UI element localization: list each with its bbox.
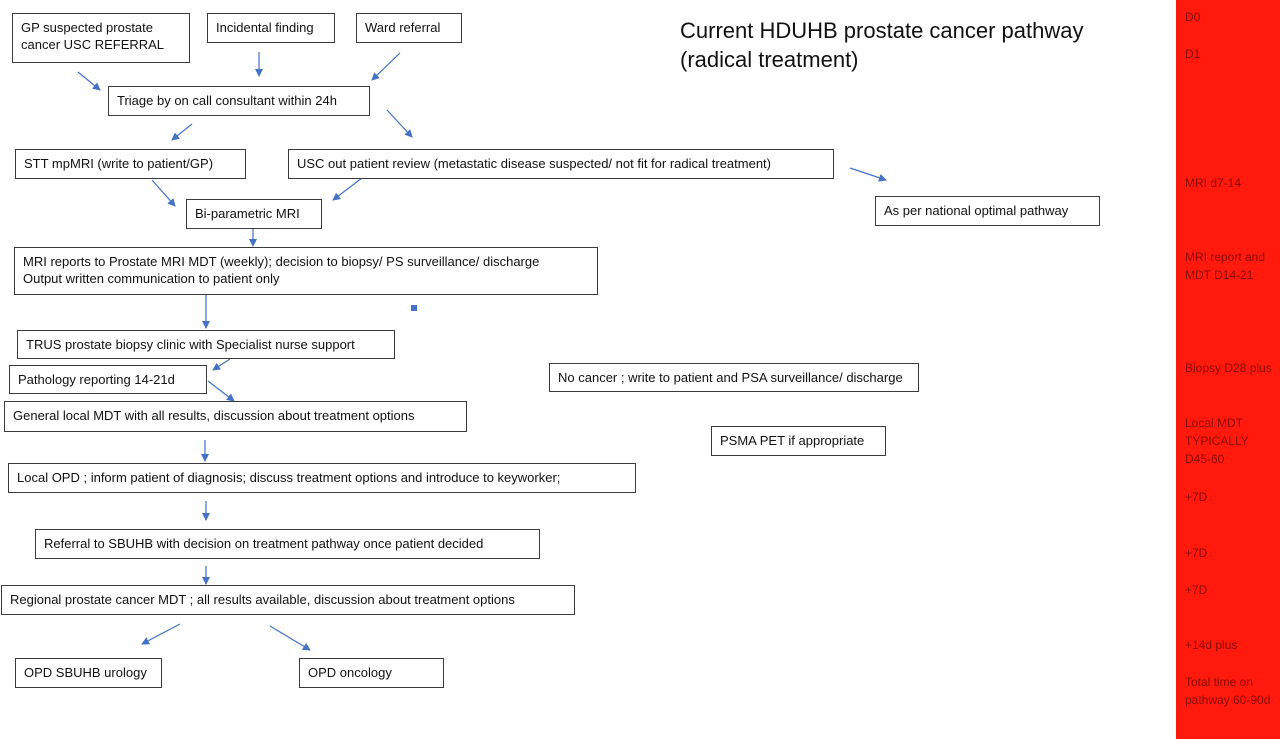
node-label: Ward referral bbox=[365, 20, 441, 35]
timeline-d1: D1 bbox=[1185, 47, 1201, 61]
node-label: GP suspected prostate cancer USC REFERRA… bbox=[21, 20, 165, 52]
arrow-gp-to-triage bbox=[77, 71, 101, 91]
timeline-total: Total time on pathway 60-90d bbox=[1185, 675, 1271, 707]
node-opd-urology: OPD SBUHB urology bbox=[15, 658, 162, 688]
node-trus-biopsy: TRUS prostate biopsy clinic with Special… bbox=[17, 330, 395, 359]
timeline-column: D0 D1 MRI d7-14 MRI report and MDT D14-2… bbox=[1176, 0, 1280, 739]
timeline-biopsy: Biopsy D28 plus bbox=[1185, 361, 1272, 375]
node-label: STT mpMRI (write to patient/GP) bbox=[24, 156, 214, 171]
arrow-trus-to-pathology bbox=[212, 358, 231, 371]
timeline-plus14: +14d plus bbox=[1185, 638, 1238, 652]
timeline-plus7-a: +7D bbox=[1185, 490, 1208, 504]
arrow-pathology-to-mdt bbox=[207, 380, 235, 402]
timeline-mri: MRI d7-14 bbox=[1185, 176, 1242, 190]
node-label: OPD SBUHB urology bbox=[24, 665, 147, 680]
node-gp-referral: GP suspected prostate cancer USC REFERRA… bbox=[12, 13, 190, 63]
node-label-line2: Output written communication to patient … bbox=[23, 271, 280, 286]
arrow-triage-to-stt bbox=[171, 123, 193, 141]
arrow-usc-to-national bbox=[849, 167, 887, 182]
node-biparametric-mri: Bi-parametric MRI bbox=[186, 199, 322, 229]
node-triage: Triage by on call consultant within 24h bbox=[108, 86, 370, 116]
node-opd-oncology: OPD oncology bbox=[299, 658, 444, 688]
node-ward-referral: Ward referral bbox=[356, 13, 462, 43]
node-label: General local MDT with all results, disc… bbox=[13, 408, 415, 423]
arrow-regional-to-oncology bbox=[269, 625, 311, 651]
node-national-pathway: As per national optimal pathway bbox=[875, 196, 1100, 226]
timeline-mri-report: MRI report and MDT D14-21 bbox=[1185, 250, 1266, 282]
node-pathology: Pathology reporting 14-21d bbox=[9, 365, 207, 394]
timeline-plus7-b: +7D bbox=[1185, 546, 1208, 560]
node-label: Local OPD ; inform patient of diagnosis;… bbox=[17, 470, 561, 485]
marker-square bbox=[411, 305, 417, 311]
node-general-mdt: General local MDT with all results, disc… bbox=[4, 401, 467, 432]
node-label: OPD oncology bbox=[308, 665, 392, 680]
arrow-triage-to-usc bbox=[386, 109, 413, 138]
node-incidental-finding: Incidental finding bbox=[207, 13, 335, 43]
node-label: PSMA PET if appropriate bbox=[720, 433, 865, 448]
node-sbuhb-referral: Referral to SBUHB with decision on treat… bbox=[35, 529, 540, 559]
node-label-line1: MRI reports to Prostate MRI MDT (weekly)… bbox=[23, 254, 540, 269]
flow-arrows bbox=[77, 52, 887, 651]
node-label: Incidental finding bbox=[216, 20, 314, 35]
timeline-plus7-c: +7D bbox=[1185, 583, 1208, 597]
timeline-d0: D0 bbox=[1185, 10, 1201, 24]
arrow-ward-to-triage bbox=[371, 52, 401, 81]
node-no-cancer: No cancer ; write to patient and PSA sur… bbox=[549, 363, 919, 392]
node-usc-review: USC out patient review (metastatic disea… bbox=[288, 149, 834, 179]
arrow-regional-to-urology bbox=[141, 623, 181, 645]
arrow-stt-to-bimri bbox=[151, 179, 176, 207]
node-label: Bi-parametric MRI bbox=[195, 206, 300, 221]
node-label: Pathology reporting 14-21d bbox=[18, 372, 175, 387]
arrow-usc-to-bimri bbox=[332, 177, 363, 201]
timeline-local-mdt: Local MDT TYPICALLY D45-60 bbox=[1185, 416, 1249, 466]
node-stt-mpmri: STT mpMRI (write to patient/GP) bbox=[15, 149, 246, 179]
node-label: Regional prostate cancer MDT ; all resul… bbox=[10, 592, 515, 607]
node-label: As per national optimal pathway bbox=[884, 203, 1069, 218]
node-label: USC out patient review (metastatic disea… bbox=[297, 156, 771, 171]
node-label: TRUS prostate biopsy clinic with Special… bbox=[26, 337, 355, 352]
diagram-title: Current HDUHB prostate cancer pathway (r… bbox=[680, 18, 1084, 72]
node-label: Triage by on call consultant within 24h bbox=[117, 93, 337, 108]
node-label: Referral to SBUHB with decision on treat… bbox=[44, 536, 484, 551]
node-psma-pet: PSMA PET if appropriate bbox=[711, 426, 886, 456]
node-local-opd: Local OPD ; inform patient of diagnosis;… bbox=[8, 463, 636, 493]
node-mri-mdt: MRI reports to Prostate MRI MDT (weekly)… bbox=[14, 247, 598, 295]
node-regional-mdt: Regional prostate cancer MDT ; all resul… bbox=[1, 585, 575, 615]
node-label: No cancer ; write to patient and PSA sur… bbox=[558, 370, 903, 385]
